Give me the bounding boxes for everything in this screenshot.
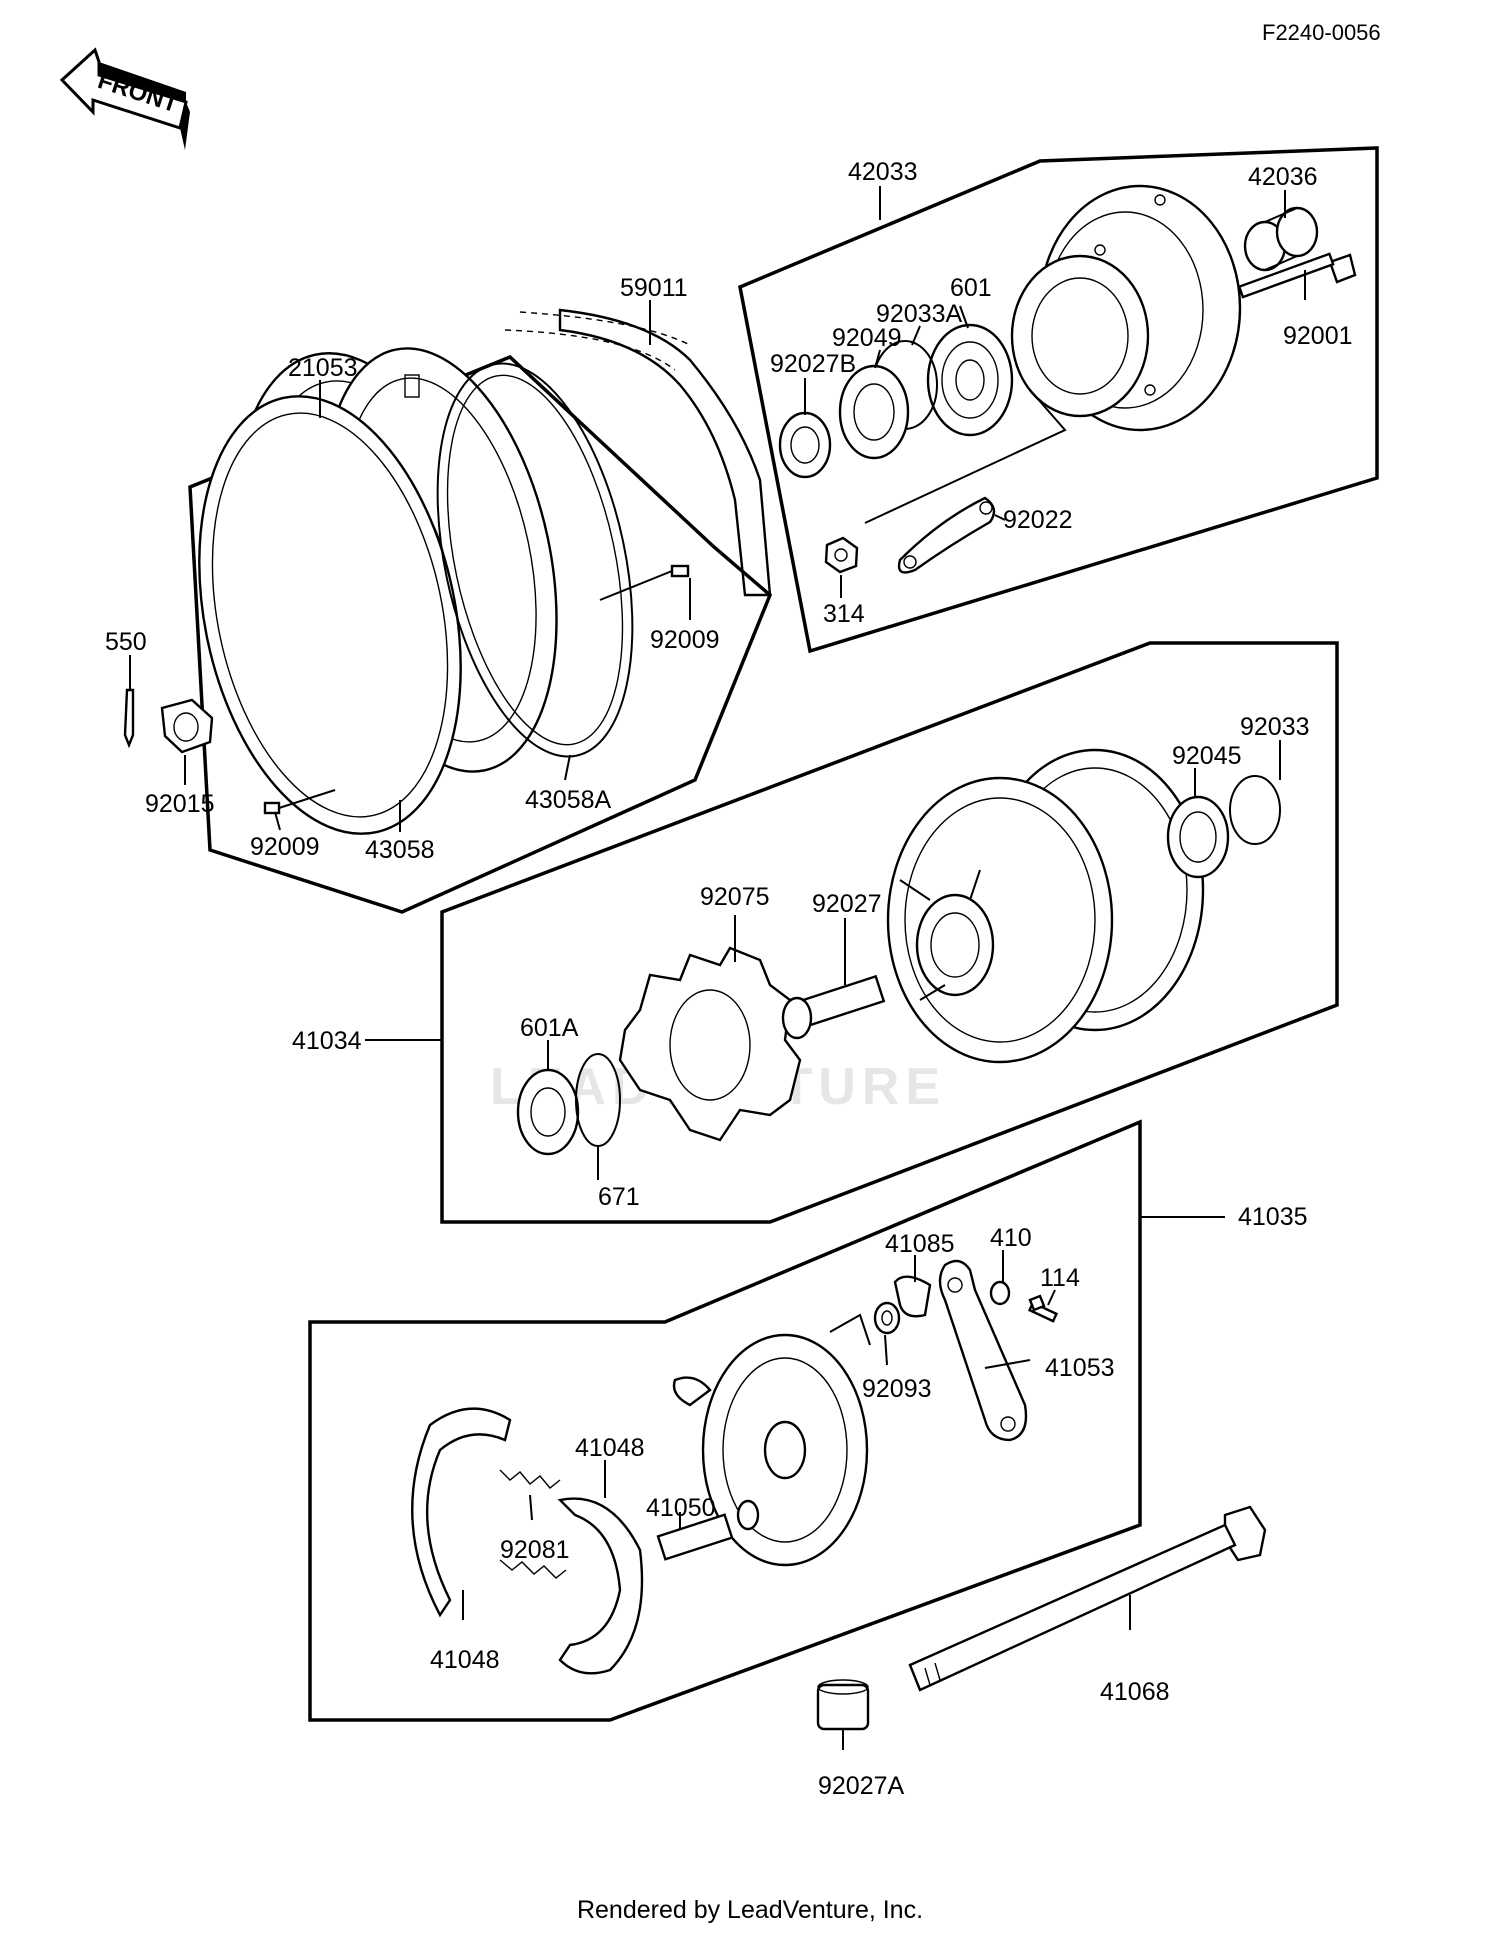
group-box-41034 xyxy=(440,641,1339,1224)
collar-92027A-part xyxy=(816,1679,870,1731)
bolt-92009-part xyxy=(263,564,690,815)
wheel-hub-part xyxy=(886,748,1205,1064)
label-114: 114 xyxy=(1040,1264,1080,1292)
label-92093: 92093 xyxy=(862,1375,932,1403)
ring-43058-part xyxy=(198,395,462,835)
collar-42036-part xyxy=(1243,206,1319,272)
label-92001: 92001 xyxy=(1283,322,1353,350)
spacer-92027B-part xyxy=(778,411,832,479)
label-410: 410 xyxy=(990,1224,1032,1252)
nut-92015-part xyxy=(160,698,214,754)
label-41048-b: 41048 xyxy=(430,1646,500,1674)
group-box-42033 xyxy=(738,146,1379,654)
axle-41068-part xyxy=(908,1505,1267,1692)
oil-seal-92049-part xyxy=(838,364,910,460)
circlip-92033-part xyxy=(1229,775,1281,845)
label-92027B: 92027B xyxy=(770,350,856,378)
label-92022: 92022 xyxy=(1003,506,1073,534)
label-92081: 92081 xyxy=(500,1536,570,1564)
label-601: 601 xyxy=(950,274,992,302)
label-671: 671 xyxy=(598,1183,640,1211)
cam-41050-part xyxy=(656,1499,760,1561)
group-box-21053 xyxy=(188,354,773,914)
brake-shoe-41048-part xyxy=(411,1407,644,1675)
label-41050: 41050 xyxy=(646,1494,716,1522)
indicator-41085-part xyxy=(893,1275,932,1318)
label-92027A: 92027A xyxy=(818,1772,905,1800)
label-92045: 92045 xyxy=(1172,742,1242,770)
washer-410-part xyxy=(989,1280,1011,1306)
label-92033A: 92033A xyxy=(876,300,963,328)
drive-belt-59011-part xyxy=(504,308,772,597)
label-41034: 41034 xyxy=(292,1027,362,1055)
camshaft-lever-41053-part xyxy=(938,1259,1028,1442)
cotter-pin-550-part xyxy=(123,688,135,749)
label-314: 314 xyxy=(823,600,865,628)
spring-92081-part xyxy=(499,1469,567,1579)
washer-92093-part xyxy=(873,1301,901,1335)
label-92033: 92033 xyxy=(1240,713,1310,741)
damper-92075-part xyxy=(618,946,802,1142)
label-41048-a: 41048 xyxy=(575,1434,645,1462)
label-59011: 59011 xyxy=(620,274,688,302)
leader-lines xyxy=(129,186,1306,1750)
nut-314-part xyxy=(824,536,859,574)
bolt-92001-part xyxy=(1237,252,1357,299)
label-92009-a: 92009 xyxy=(650,626,720,654)
label-92015: 92015 xyxy=(145,790,215,818)
front-arrow-icon: FRONT xyxy=(59,47,190,150)
label-21053: 21053 xyxy=(288,354,358,382)
lockwasher-92022-part xyxy=(897,496,996,574)
diagram-code: F2240-0056 xyxy=(1262,20,1381,45)
label-41068: 41068 xyxy=(1100,1678,1170,1706)
label-43058: 43058 xyxy=(365,836,435,864)
group-box-41035 xyxy=(308,1119,1142,1722)
bearing-92045-part xyxy=(1166,795,1230,879)
bearing-601-part xyxy=(926,323,1014,437)
collar-92027-part xyxy=(781,974,886,1040)
label-550: 550 xyxy=(105,628,147,656)
label-601A: 601A xyxy=(520,1014,579,1042)
label-92049: 92049 xyxy=(832,324,902,352)
sprocket-hub-part xyxy=(1010,184,1242,432)
label-41053: 41053 xyxy=(1045,1354,1115,1382)
label-41085: 41085 xyxy=(885,1230,955,1258)
label-92009-b: 92009 xyxy=(250,833,320,861)
label-42036: 42036 xyxy=(1248,163,1318,191)
bearing-601A-part xyxy=(516,1068,580,1156)
label-43058A: 43058A xyxy=(525,786,612,814)
label-41035: 41035 xyxy=(1238,1203,1308,1231)
ring-43058A-part xyxy=(436,362,634,758)
label-92075: 92075 xyxy=(700,883,770,911)
bolt-114-part xyxy=(1027,1294,1059,1323)
label-92027: 92027 xyxy=(812,890,882,918)
footer-credit: Rendered by LeadVenture, Inc. xyxy=(576,1896,924,1924)
label-42033: 42033 xyxy=(848,158,918,186)
